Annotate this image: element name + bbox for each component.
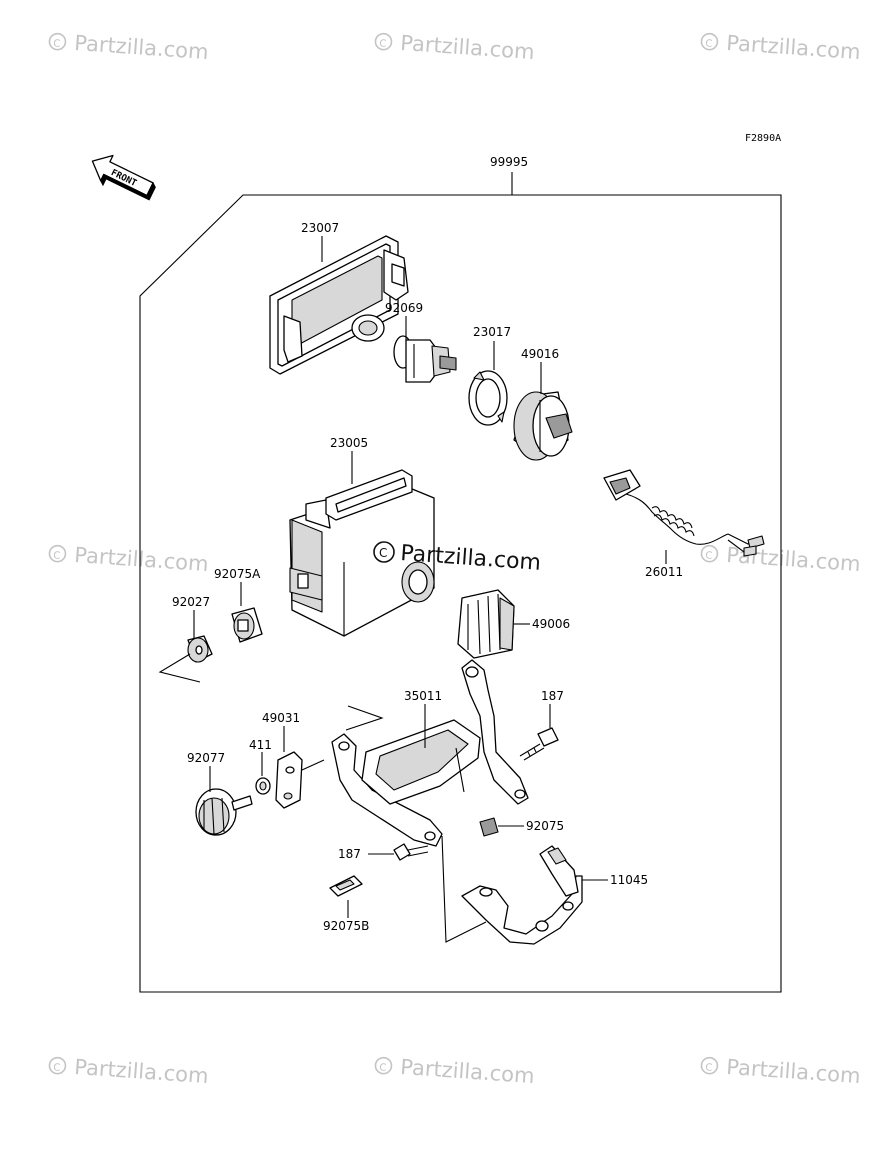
watermark: C Partzilla.com — [700, 1055, 862, 1088]
callout-92069[interactable]: 92069 — [385, 301, 423, 315]
copyright-icon — [700, 32, 719, 51]
part-11045-bracket — [461, 845, 583, 945]
front-arrow-icon — [91, 154, 156, 201]
part-23017-ring — [468, 370, 508, 426]
callout-92075B[interactable]: 92075B — [323, 919, 369, 933]
svg-text:C: C — [53, 1062, 61, 1073]
part-92075B-clip — [329, 875, 363, 897]
callout-49006[interactable]: 49006 — [532, 617, 570, 631]
copyright-icon — [700, 1056, 719, 1075]
part-49031-plate — [275, 751, 303, 809]
callout-411[interactable]: 411 — [249, 738, 272, 752]
part-411-washer — [255, 777, 271, 795]
svg-text:Partzilla.com: Partzilla.com — [400, 31, 536, 64]
watermark: C Partzilla.com — [48, 31, 210, 64]
svg-text:C: C — [379, 546, 387, 560]
copyright-icon — [374, 1056, 393, 1075]
callout-187-top[interactable]: 187 — [541, 689, 564, 703]
front-indicator: FRONT — [91, 154, 156, 201]
part-49006-boot — [457, 589, 515, 659]
diagram-code: F2890A — [745, 133, 781, 144]
part-35011-bracket — [331, 659, 529, 847]
svg-text:C: C — [53, 550, 61, 561]
callout-92075[interactable]: 92075 — [526, 819, 564, 833]
part-92075-grommet — [479, 817, 499, 837]
callout-11045[interactable]: 11045 — [610, 873, 648, 887]
svg-text:C: C — [705, 1062, 713, 1073]
svg-text:Partzilla.com: Partzilla.com — [74, 543, 210, 576]
part-92027-washer — [187, 635, 213, 663]
part-92069-bulb — [393, 335, 457, 383]
svg-text:C: C — [705, 550, 713, 561]
svg-text:Partzilla.com: Partzilla.com — [400, 1055, 536, 1088]
copyright-icon — [700, 544, 719, 563]
callout-49031[interactable]: 49031 — [262, 711, 300, 725]
copyright-icon — [48, 1056, 67, 1075]
copyright-icon — [48, 32, 67, 51]
part-49016-cap — [513, 391, 573, 461]
svg-text:Partzilla.com: Partzilla.com — [74, 31, 210, 64]
part-26011-harness — [603, 469, 765, 557]
callout-23007[interactable]: 23007 — [301, 221, 339, 235]
callout-49016[interactable]: 49016 — [521, 347, 559, 361]
part-187-bolt-top — [519, 727, 559, 761]
callout-35011[interactable]: 35011 — [404, 689, 442, 703]
part-23007-lens-frame — [269, 235, 409, 375]
svg-text:C: C — [379, 38, 387, 49]
part-92075A-grommet — [231, 607, 263, 643]
svg-text:Partzilla.com: Partzilla.com — [726, 1055, 862, 1088]
watermark: C Partzilla.com — [48, 543, 210, 576]
callout-23005[interactable]: 23005 — [330, 436, 368, 450]
callout-187-bottom[interactable]: 187 — [338, 847, 361, 861]
part-23005-housing — [289, 469, 435, 637]
svg-text:C: C — [705, 38, 713, 49]
callout-99995[interactable]: 99995 — [490, 155, 528, 169]
callout-26011[interactable]: 26011 — [645, 565, 683, 579]
callout-92075A[interactable]: 92075A — [214, 567, 261, 581]
copyright-icon — [373, 541, 395, 563]
copyright-icon — [48, 544, 67, 563]
svg-text:Partzilla.com: Partzilla.com — [74, 1055, 210, 1088]
part-92077-knob — [195, 788, 253, 836]
part-187-bolt-bottom — [393, 843, 429, 861]
copyright-icon — [374, 32, 393, 51]
svg-text:C: C — [53, 38, 61, 49]
callout-23017[interactable]: 23017 — [473, 325, 511, 339]
svg-text:Partzilla.com: Partzilla.com — [726, 31, 862, 64]
watermark: C Partzilla.com — [48, 1055, 210, 1088]
callout-92027[interactable]: 92027 — [172, 595, 210, 609]
svg-text:C: C — [379, 1062, 387, 1073]
watermark: C Partzilla.com — [374, 1055, 536, 1088]
assembly-frame — [139, 172, 782, 993]
watermark: C Partzilla.com — [374, 31, 536, 64]
callout-92077[interactable]: 92077 — [187, 751, 225, 765]
watermark: C Partzilla.com — [700, 31, 862, 64]
